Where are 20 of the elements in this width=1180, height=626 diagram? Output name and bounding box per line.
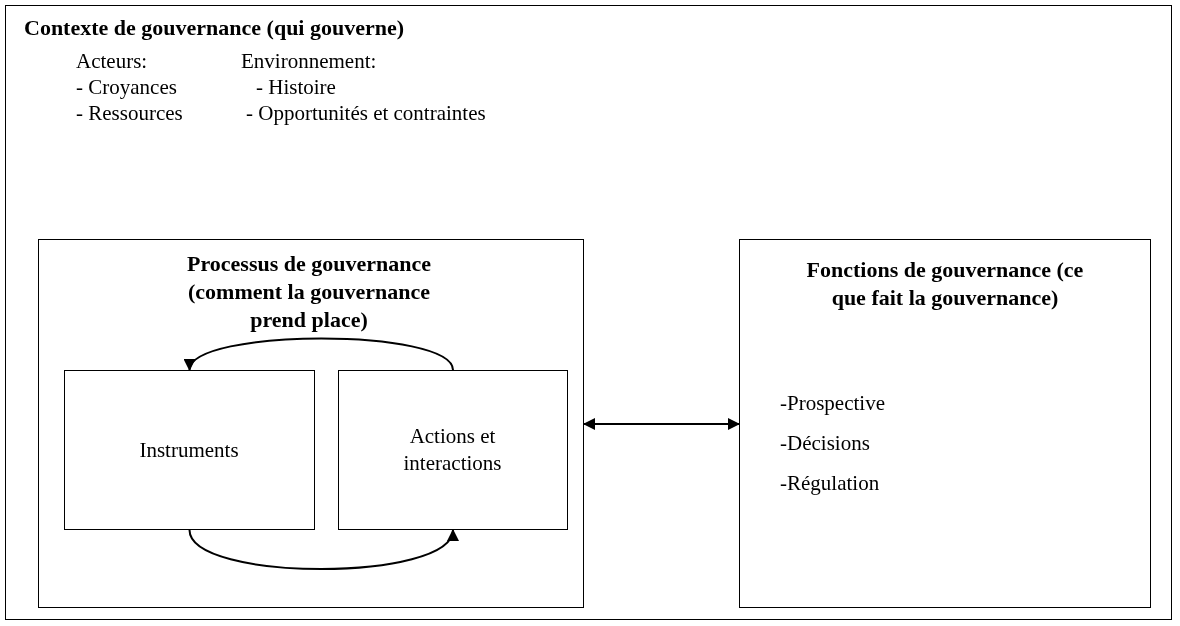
list-item: - Ressources	[76, 100, 183, 127]
process-box	[64, 370, 315, 530]
box-heading: Fonctions de gouvernance (ce que fait la gouvernance)	[805, 256, 1085, 312]
list-item: - Histoire	[256, 74, 336, 101]
list-item: - Opportunités et contraintes	[246, 100, 486, 127]
list-item: -Régulation	[780, 470, 880, 497]
box-label: Instruments	[138, 436, 240, 464]
list-item: Acteurs:	[76, 48, 148, 75]
box-label: Actions et interactions	[402, 423, 503, 477]
list-item: -Décisions	[780, 430, 870, 457]
list-item: -Prospective	[780, 390, 885, 417]
arrow	[583, 418, 740, 430]
context-box	[5, 5, 1172, 620]
box-heading: Contexte de gouvernance (qui gouverne)	[24, 14, 405, 42]
process-box	[38, 239, 584, 608]
process-box	[338, 370, 568, 530]
box-heading: Processus de gouvernance (comment la gouvernance prend place)	[186, 250, 432, 334]
list-item: Environnement:	[241, 48, 377, 75]
function-box	[739, 239, 1151, 608]
list-item: - Croyances	[76, 74, 177, 101]
